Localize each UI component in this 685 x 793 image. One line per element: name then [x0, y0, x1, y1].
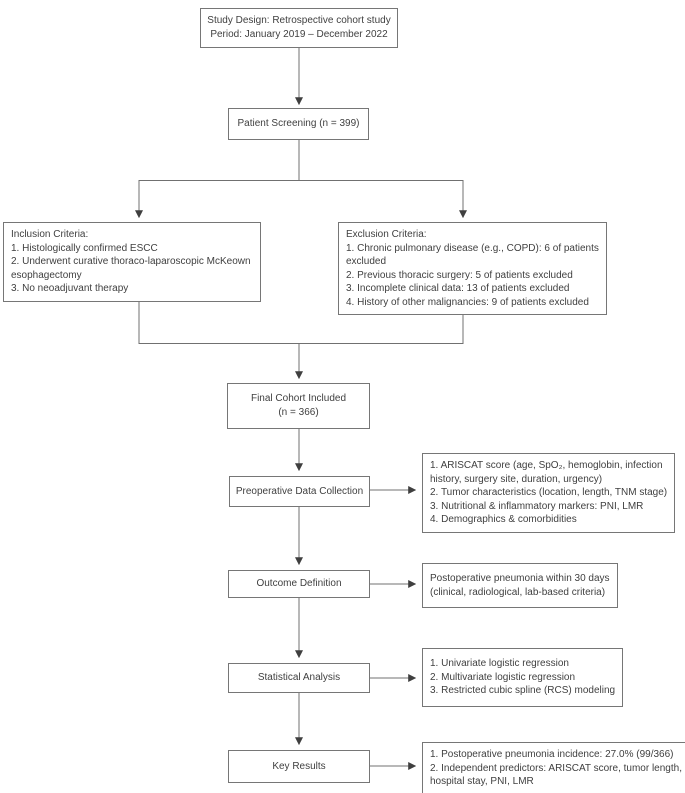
study-design-box: Study Design: Retrospective cohort study… [200, 8, 398, 48]
preoperative-detail-line: 4. Demographics & comorbidities [430, 514, 577, 525]
key-results-detail-line: 1. Postoperative pneumonia incidence: 27… [430, 749, 674, 760]
inclusion-line: 3. No neoadjuvant therapy [11, 283, 129, 294]
inclusion-line: 1. Histologically confirmed ESCC [11, 242, 158, 254]
statistical-detail-line: 2. Multivariate logistic regression [430, 671, 576, 683]
exclusion-line: 2. Previous thoracic surgery: 5 of patie… [346, 269, 573, 281]
inclusion-criteria-box: Inclusion Criteria: 1. Histologically co… [3, 222, 261, 302]
key-results-detail-line: 2. Independent predictors: ARISCAT score… [430, 762, 682, 774]
outcome-definition-box: Outcome Definition [228, 570, 370, 598]
patient-screening-box: Patient Screening (n = 399) [228, 108, 369, 140]
study-design-line2: Period: January 2019 – December 2022 [210, 29, 388, 40]
final-cohort-line1: Final Cohort Included [250, 393, 347, 404]
exclusion-line: 1. Chronic pulmonary disease (e.g., COPD… [346, 242, 599, 254]
exclusion-line: excluded [346, 256, 387, 267]
exclusion-line: 4. History of other malignancies: 9 of p… [346, 296, 589, 308]
key-results-label: Key Results [272, 760, 326, 772]
key-results-details-box: 1. Postoperative pneumonia incidence: 27… [422, 742, 685, 793]
outcome-detail-line: (clinical, radiological, lab-based crite… [430, 586, 606, 598]
outcome-detail-line: Postoperative pneumonia within 30 days [430, 573, 610, 584]
preoperative-details-box: 1. ARISCAT score (age, SpO₂, hemoglobin,… [422, 453, 676, 533]
statistical-analysis-box: Statistical Analysis [228, 663, 370, 693]
final-cohort-box: Final Cohort Included (n = 366) [227, 383, 370, 429]
preoperative-detail-line: 1. ARISCAT score (age, SpO₂, hemoglobin,… [430, 460, 663, 471]
final-cohort-line2: (n = 366) [278, 407, 319, 418]
preoperative-detail-line: 2. Tumor characteristics (location, leng… [430, 487, 668, 498]
preoperative-data-collection-box: Preoperative Data Collection [229, 476, 370, 507]
statistical-detail-line: 3. Restricted cubic spline (RCS) modelin… [430, 685, 616, 696]
inclusion-line: esophagectomy [11, 269, 82, 281]
inclusion-line: 2. Underwent curative thoraco-laparoscop… [11, 256, 251, 267]
study-design-line1: Study Design: Retrospective cohort study [207, 15, 391, 26]
statistical-details-box: 1. Univariate logistic regression 2. Mul… [422, 648, 624, 707]
statistical-detail-line: 1. Univariate logistic regression [430, 658, 569, 669]
exclusion-criteria-box: Exclusion Criteria: 1. Chronic pulmonary… [338, 222, 607, 315]
preoperative-detail-line: 3. Nutritional & inflammatory markers: P… [430, 500, 644, 512]
outcome-label: Outcome Definition [256, 578, 342, 589]
preoperative-label: Preoperative Data Collection [235, 485, 364, 497]
inclusion-line: Inclusion Criteria: [11, 229, 89, 240]
preoperative-detail-line: history, surgery site, duration, urgency… [430, 473, 603, 485]
key-results-detail-line: hospital stay, PNI, LMR [430, 776, 534, 787]
exclusion-line: Exclusion Criteria: [346, 229, 427, 240]
key-results-box: Key Results [228, 750, 370, 783]
outcome-details-box: Postoperative pneumonia within 30 days (… [422, 563, 618, 608]
exclusion-line: 3. Incomplete clinical data: 13 of patie… [346, 283, 570, 294]
patient-screening-label: Patient Screening (n = 399) [237, 118, 360, 129]
statistical-label: Statistical Analysis [257, 672, 341, 683]
